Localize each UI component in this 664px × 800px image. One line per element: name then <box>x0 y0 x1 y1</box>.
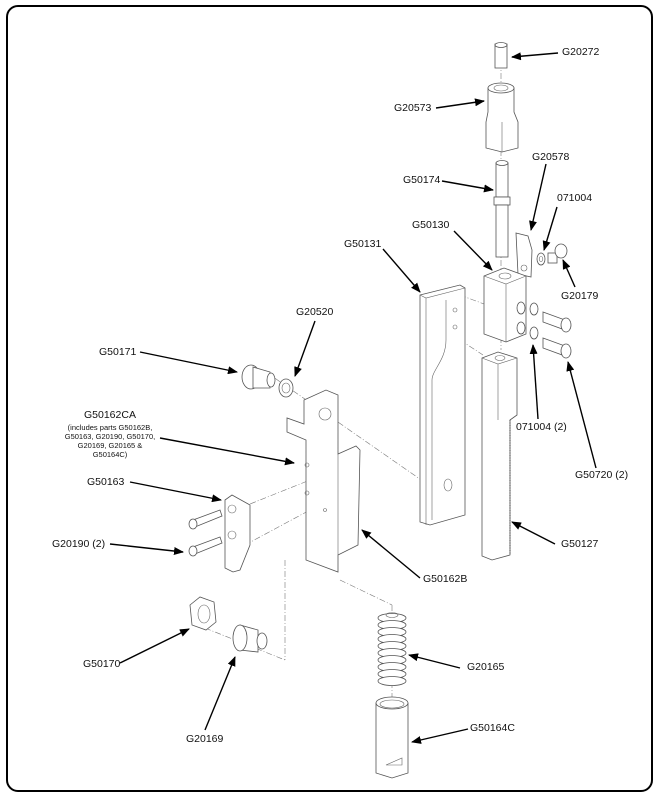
part-071004-top <box>536 252 546 266</box>
part-g20520 <box>278 378 294 398</box>
part-071004-pair <box>529 302 539 340</box>
arrow-g20179 <box>562 259 576 288</box>
label-g50720: G50720 (2) <box>575 469 629 481</box>
arrow-g20272 <box>511 52 559 61</box>
arrow-071004-pair <box>529 344 539 420</box>
note-g50162ca-line1: (includes parts G50162B, <box>67 423 153 432</box>
arrow-g20573 <box>435 98 485 109</box>
part-g50131 <box>419 284 466 526</box>
arrow-g50170 <box>119 628 190 664</box>
part-g20179 <box>547 243 568 264</box>
spring-coil <box>377 676 407 686</box>
label-g50162b: G50162B <box>423 573 468 585</box>
part-g20272 <box>494 42 508 69</box>
part-g20169 <box>232 624 268 653</box>
part-g50171 <box>241 364 276 390</box>
arrow-g20169 <box>204 656 236 731</box>
label-071004: 071004 <box>557 192 593 204</box>
part-g50127 <box>481 351 518 561</box>
part-g50162b <box>286 389 361 573</box>
arrow-g50162b <box>361 529 421 579</box>
arrow-g50171 <box>139 351 238 375</box>
label-g20165: G20165 <box>467 661 505 673</box>
label-071004-pair: 071004 (2) <box>516 421 567 433</box>
label-g50163: G50163 <box>87 476 125 488</box>
arrow-g50164c <box>411 728 469 744</box>
leader-arrows <box>109 52 597 744</box>
part-g50164c <box>375 696 409 779</box>
note-g50162ca-line3: G20169, G20165 & <box>77 441 143 450</box>
spring-bore <box>385 612 399 618</box>
part-g20573 <box>485 82 519 153</box>
arrow-g50162ca <box>159 437 295 466</box>
arrow-g50720 <box>566 361 597 469</box>
arrow-g20520 <box>294 320 316 377</box>
part-g50130 <box>483 267 527 343</box>
label-g20272: G20272 <box>562 46 600 58</box>
arrow-g50130 <box>453 230 493 271</box>
arrow-071004 <box>542 206 558 251</box>
arrow-g20578 <box>529 163 547 231</box>
part-g20578 <box>515 232 533 278</box>
label-g50127: G50127 <box>561 538 599 550</box>
label-g20179: G20179 <box>561 290 599 302</box>
label-g20190: G20190 (2) <box>52 538 106 550</box>
label-g20573: G20573 <box>394 102 432 114</box>
diagram-border <box>6 5 653 792</box>
label-g50174: G50174 <box>403 174 441 186</box>
arrow-g50127 <box>511 521 556 545</box>
note-g50162ca-line2: G50163, G20190, G50170, <box>64 432 156 441</box>
label-g50131: G50131 <box>344 238 382 250</box>
part-g50174 <box>493 160 511 258</box>
arrow-g50131 <box>382 248 421 293</box>
part-g20165 <box>377 612 407 686</box>
label-g50164c: G50164C <box>470 722 515 734</box>
label-g50162ca: G50162CA <box>84 409 136 421</box>
arrow-g20165 <box>408 653 461 669</box>
part-g50170 <box>189 596 217 631</box>
part-g50720 <box>542 311 572 359</box>
label-g20169: G20169 <box>186 733 224 745</box>
arrow-g50163 <box>129 481 222 503</box>
label-g20520: G20520 <box>296 306 334 318</box>
note-g50162ca-line4: G50164C) <box>92 450 128 459</box>
part-g20190 <box>188 509 223 557</box>
arrow-g50174 <box>441 180 494 193</box>
part-g50163 <box>224 494 251 573</box>
label-g50130: G50130 <box>412 219 450 231</box>
label-g50170: G50170 <box>83 658 121 670</box>
arrow-g20190 <box>109 543 184 555</box>
label-g50171: G50171 <box>99 346 137 358</box>
label-g20578: G20578 <box>532 151 570 163</box>
